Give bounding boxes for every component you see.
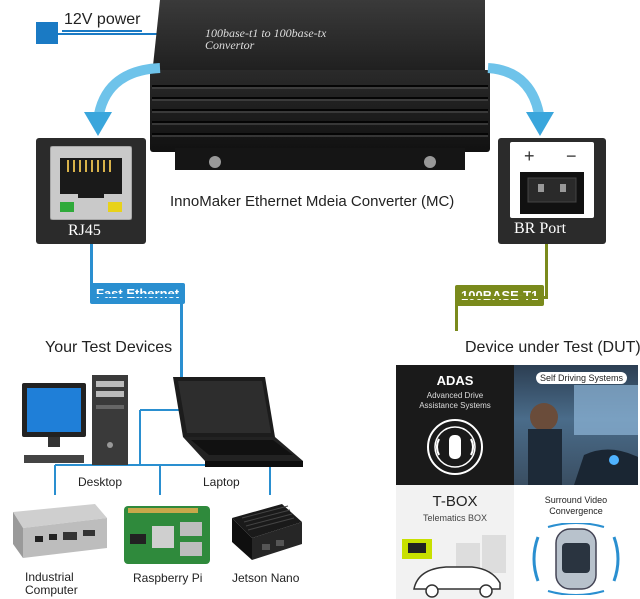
jetson-nano-icon [232, 504, 302, 560]
tbox-car-icon [402, 535, 506, 598]
desktop-icon [22, 375, 128, 465]
power-label-underline [62, 30, 142, 32]
fast-ethernet-line [90, 244, 93, 294]
self-driving-title: Self Driving Systems [536, 372, 628, 384]
tbox-subtitle: Telematics BOX [422, 513, 488, 523]
t1-drop [455, 296, 458, 331]
adas-car-sensor-icon [427, 419, 483, 475]
converter-device [150, 0, 490, 170]
br-minus-label: − [566, 146, 577, 166]
br-connector: + − [510, 142, 594, 218]
br-socket-icon [520, 172, 584, 214]
tbox-card: T-BOX Telematics BOX [396, 485, 514, 599]
fast-ethernet-line-2 [180, 294, 183, 380]
rj45-port-panel: RJ45 [36, 138, 146, 244]
t1-badge: 100BASE-T1 [455, 285, 545, 306]
raspberry-pi-icon [124, 506, 210, 564]
br-port-panel: + − BR Port [498, 138, 606, 244]
br-plus-label: + [524, 146, 535, 166]
industrial-computer-label: Industrial Computer [25, 570, 78, 597]
power-label: 12V power [64, 11, 141, 28]
industrial-computer-icon [13, 504, 107, 558]
rj45-jack-icon [50, 146, 132, 220]
adas-card: ADAS Advanced Drive Assistance Systems [396, 365, 514, 485]
self-driving-scene [528, 385, 638, 485]
converter-title-line2: Convertor [205, 38, 255, 52]
t1-line [545, 244, 548, 296]
laptop-icon [173, 377, 303, 467]
test-devices-title: Your Test Devices [45, 339, 173, 356]
fast-ethernet-join [90, 294, 183, 297]
converter-title-line1: 100base-t1 to 100base-tx [205, 26, 327, 40]
fast-ethernet-badge: Fast Ethernet [90, 283, 186, 304]
converter-caption: InnoMaker Ethernet Mdeia Converter (MC) [170, 193, 455, 210]
surround-card: Surround Video Convergence [514, 485, 638, 599]
arrow-left [84, 63, 161, 136]
surround-title: Surround Video Convergence [544, 495, 608, 516]
dut-title: Device under Test (DUT) [465, 339, 640, 356]
desktop-label: Desktop [78, 475, 123, 489]
br-label: BR Port [514, 220, 567, 237]
adas-subtitle: Advanced Drive Assistance Systems [419, 391, 491, 410]
power-line [56, 33, 166, 35]
adas-title: ADAS [436, 373, 474, 388]
rj45-label: RJ45 [68, 222, 101, 239]
arrow-right [487, 63, 554, 136]
laptop-label: Laptop [203, 475, 240, 489]
self-driving-card: Self Driving Systems [514, 365, 638, 485]
jetson-nano-label: Jetson Nano [232, 571, 300, 585]
surround-car-icon [532, 523, 620, 595]
raspberry-pi-label: Raspberry Pi [133, 571, 203, 585]
tbox-title: T-BOX [432, 493, 478, 510]
t1-join [455, 296, 548, 299]
power-indicator [36, 22, 58, 44]
